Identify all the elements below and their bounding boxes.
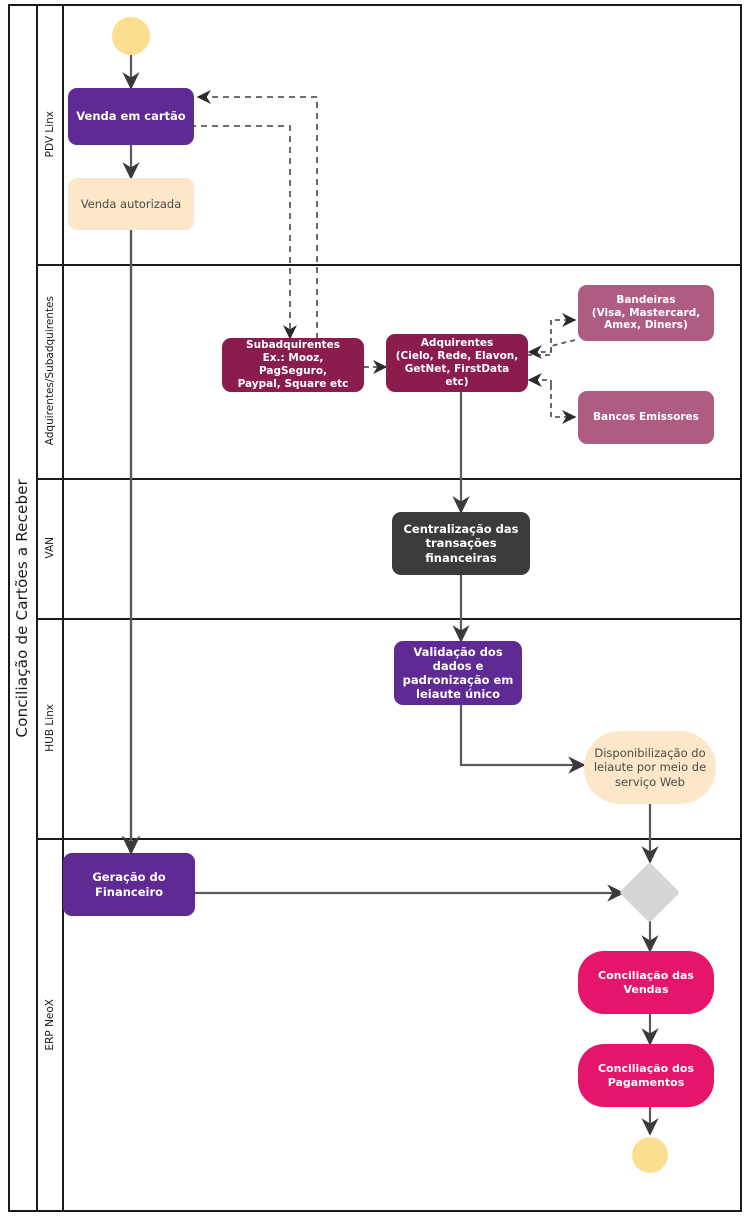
flow-venda-cartao-to-subadquirentes <box>190 125 298 340</box>
geracao-do-financeiro-node[interactable]: Geração do Financeiro <box>63 853 195 916</box>
flow-adquirentes-to-bancos <box>550 385 577 425</box>
adquirentes-node[interactable]: Adquirentes(Cielo, Rede, Elavon,GetNet, … <box>386 334 528 392</box>
flow-validacao-to-disponibilizacao <box>459 705 586 774</box>
venda-autorizada-node[interactable]: Venda autorizada <box>68 178 194 230</box>
node-label: Venda autorizada <box>80 196 182 211</box>
flow-subadquirentes-to-venda-cartao <box>196 89 318 372</box>
lane-label-adquirentes: Adquirentes/Subadquirentes <box>38 264 64 478</box>
node-label: Bancos Emissores <box>593 411 699 424</box>
bancos-emissores-node[interactable]: Bancos Emissores <box>578 391 714 444</box>
node-label: Geração do Financeiro <box>92 870 166 899</box>
lane-label-pdv-linx: PDV Linx <box>38 4 64 264</box>
lane-label-hub-linx: HUB Linx <box>38 618 64 838</box>
pool-title: Conciliação de Cartões a Receber <box>8 4 38 1212</box>
start-event[interactable] <box>112 17 150 55</box>
end-event[interactable] <box>632 1137 668 1173</box>
flow-bandeiras-to-adquirentes <box>527 339 576 360</box>
venda-em-cartao-node[interactable]: Venda em cartão <box>68 88 194 145</box>
node-label: Adquirentes(Cielo, Rede, Elavon,GetNet, … <box>395 337 519 388</box>
lane-label-van: VAN <box>38 478 64 618</box>
flow-bancos-to-adquirentes <box>527 372 552 388</box>
bandeiras-node[interactable]: Bandeiras(Visa, Mastercard,Amex, Diners) <box>578 285 714 341</box>
lane-separator <box>38 478 740 480</box>
lane-separator <box>38 838 740 840</box>
lane-label-erp-neox: ERP NeoX <box>38 838 64 1212</box>
lane-separator <box>38 264 740 266</box>
node-label: Venda em cartão <box>76 109 186 124</box>
node-label: Bandeiras(Visa, Mastercard,Amex, Diners) <box>591 293 701 332</box>
lane-separator <box>38 618 740 620</box>
pool-frame <box>8 4 742 1212</box>
